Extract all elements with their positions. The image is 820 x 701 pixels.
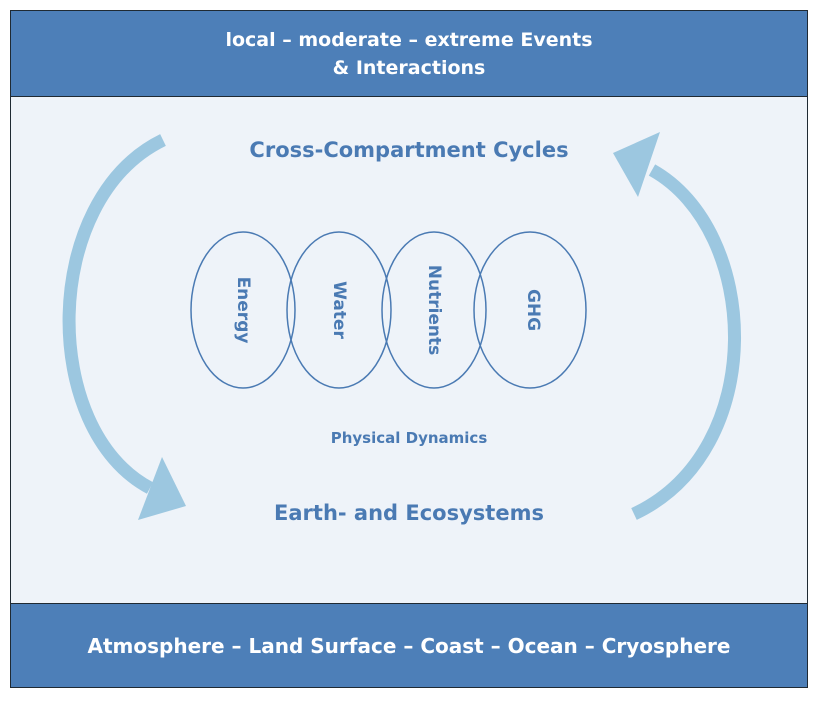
bottom-band: Atmosphere – Land Surface – Coast – Ocea… bbox=[11, 603, 807, 687]
cycles-title: Cross-Compartment Cycles bbox=[249, 138, 568, 162]
cycle-label-ghg: GHG bbox=[523, 289, 543, 331]
cycle-ellipse-nutrients bbox=[381, 231, 487, 389]
ecosystems-title: Earth- and Ecosystems bbox=[274, 501, 544, 525]
cycle-ellipse-ghg bbox=[473, 231, 587, 389]
cycle-label-nutrients: Nutrients bbox=[424, 265, 444, 356]
cycle-label-water: Water bbox=[329, 281, 349, 339]
right-arrow-head bbox=[613, 132, 660, 197]
curved-arrow-up-icon bbox=[613, 132, 741, 520]
curved-arrow-down-icon bbox=[62, 134, 186, 520]
cycle-label-energy: Energy bbox=[233, 277, 253, 344]
cycle-ellipse-energy bbox=[190, 231, 296, 389]
left-arrow-shaft bbox=[62, 134, 166, 494]
cycle-ellipse-water bbox=[286, 231, 392, 389]
top-band: local – moderate – extreme Events & Inte… bbox=[11, 11, 807, 97]
bottom-band-text: Atmosphere – Land Surface – Coast – Ocea… bbox=[87, 633, 731, 658]
top-band-line1: local – moderate – extreme Events bbox=[225, 28, 593, 51]
top-band-line2: & Interactions bbox=[332, 56, 486, 79]
diagram-frame: local – moderate – extreme Events & Inte… bbox=[10, 10, 808, 688]
right-arrow-shaft bbox=[631, 164, 741, 520]
physical-dynamics-label: Physical Dynamics bbox=[331, 429, 488, 447]
left-arrow-head bbox=[138, 457, 186, 520]
